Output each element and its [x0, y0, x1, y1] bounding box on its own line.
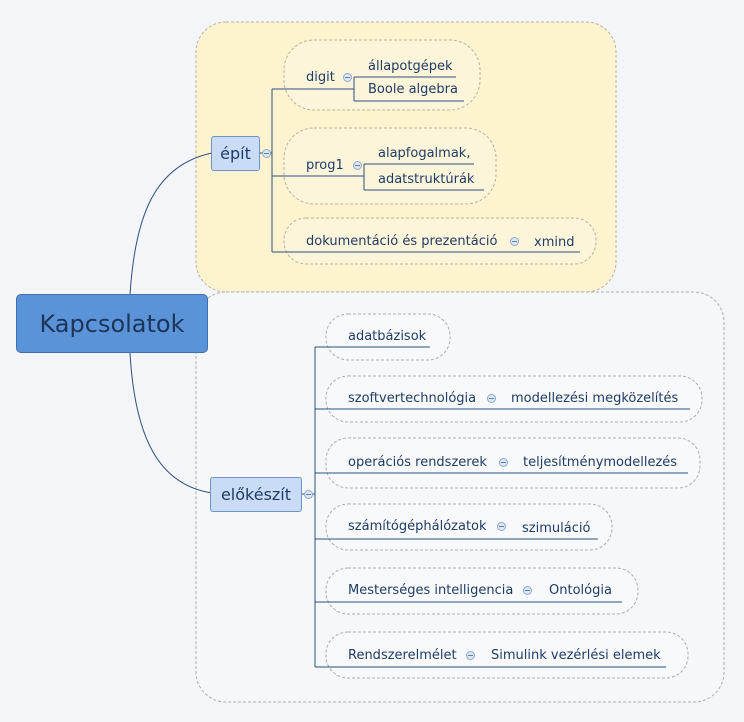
collapse-toggle-szoftvertechnologia[interactable] — [487, 394, 496, 403]
subtopic-simulink[interactable]: Simulink vezérlési elemek — [491, 648, 661, 663]
topic-elokeszit-label: előkészít — [220, 485, 292, 504]
subtopic-teljesitmenymodellezes[interactable]: teljesítménymodellezés — [523, 455, 678, 470]
collapse-toggle-prog1[interactable] — [353, 161, 362, 170]
bubble-adatbazisok — [325, 313, 451, 361]
bubble-digit — [283, 39, 481, 111]
subtopic-xmind[interactable]: xmind — [534, 235, 575, 250]
subtopic-adatstrukturak[interactable]: adatstruktúrák — [378, 172, 475, 187]
topic-szoftvertechnologia[interactable]: szoftvertechnológia — [348, 391, 477, 406]
bubble-szoftver — [325, 375, 703, 423]
collapse-toggle-rendszerelmelet[interactable] — [466, 651, 475, 660]
topic-prog1[interactable]: prog1 — [306, 158, 344, 173]
collapse-toggle-dokumentacio[interactable] — [510, 237, 519, 246]
collapse-toggle-halozat[interactable] — [497, 522, 506, 531]
topic-szamitogephalozatok[interactable]: számítógéphálózatok — [348, 519, 487, 534]
topic-digit[interactable]: digit — [306, 70, 335, 85]
collapse-toggle-digit[interactable] — [343, 73, 352, 82]
bubble-prog1 — [283, 127, 497, 205]
collapse-toggle-operacios[interactable] — [499, 458, 508, 467]
topic-epit[interactable]: épít — [211, 136, 260, 171]
connector-central-epit — [129, 152, 213, 296]
subtopic-szimulacio[interactable]: szimuláció — [522, 521, 591, 536]
topic-operacios-rendszerek[interactable]: operációs rendszerek — [348, 455, 487, 470]
topic-adatbazisok[interactable]: adatbázisok — [348, 329, 427, 344]
topic-mesterseges-intelligencia[interactable]: Mesterséges intelligencia — [348, 583, 514, 598]
collapse-toggle-epit[interactable] — [262, 149, 271, 158]
topic-rendszerelmelet[interactable]: Rendszerelmélet — [348, 648, 457, 663]
central-topic[interactable]: Kapcsolatok — [16, 294, 208, 353]
topic-dokumentacio[interactable]: dokumentáció és prezentáció — [306, 234, 498, 249]
subtopic-ontologia[interactable]: Ontológia — [549, 583, 612, 598]
elokeszit-bracket — [302, 346, 690, 668]
topic-epit-label: épít — [220, 144, 251, 163]
bubble-operacios — [325, 437, 701, 489]
subtopic-modellezesi[interactable]: modellezési megközelítés — [511, 391, 679, 406]
topic-elokeszit[interactable]: előkészít — [210, 477, 302, 512]
collapse-toggle-elokeszit[interactable] — [304, 490, 313, 499]
collapse-toggle-mi[interactable] — [523, 586, 532, 595]
central-topic-label: Kapcsolatok — [39, 309, 185, 338]
subtopic-boole-algebra[interactable]: Boole algebra — [368, 82, 458, 97]
subtopic-allapotgepek[interactable]: állapotgépek — [368, 59, 453, 74]
subtopic-alapfogalmak[interactable]: alapfogalmak, — [378, 146, 471, 161]
connector-central-elokeszit — [129, 352, 213, 494]
